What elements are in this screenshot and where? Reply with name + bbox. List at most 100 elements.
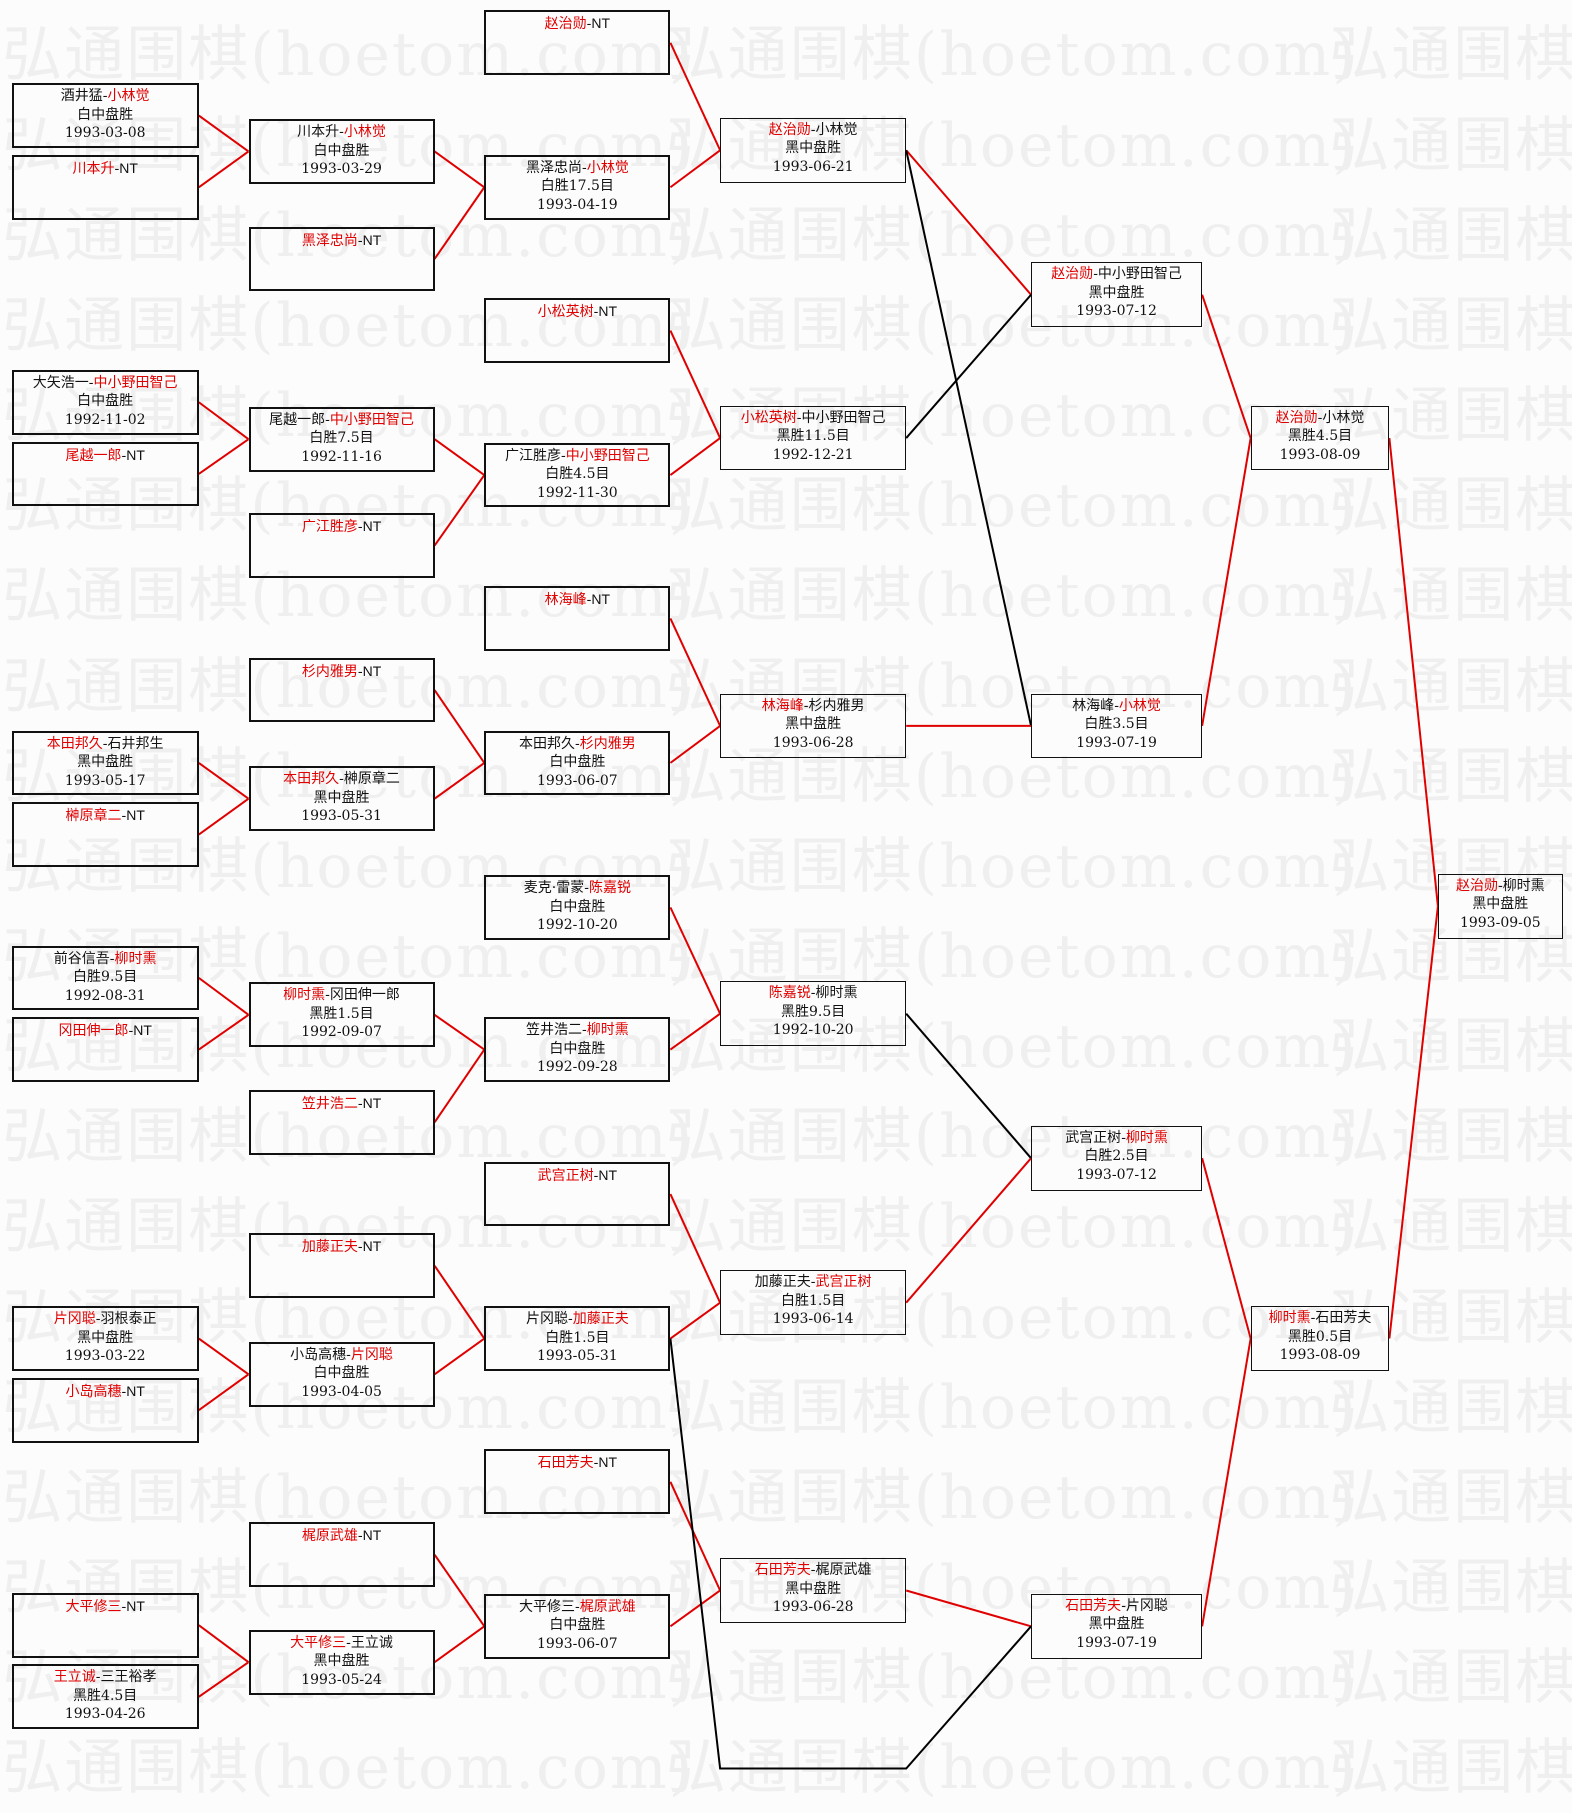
versus-dash: - [796,409,802,426]
watermark-text: 弘通围棋(hoetom.com) [1329,1372,1572,1443]
watermark-text: 弘通围棋(hoetom.com) [1329,922,1572,993]
versus-dash: - [810,1274,816,1291]
watermark-text: 弘通围棋(hoetom.com) [2,1102,695,1173]
match-players: 石田芳夫-NT [486,1453,668,1473]
player-black: 小松英树 [537,304,594,321]
player-black: 片冈聪 [525,1311,568,1328]
connector-f1-g1 [1388,437,1439,907]
match-box-b9: 加藤正夫-NT [248,1233,435,1299]
match-date: 1993-07-12 [1076,303,1157,320]
match-date: 1993-04-26 [64,1706,146,1723]
player-white: 中小野田智己 [1097,266,1182,283]
watermark-text: 弘通围棋(hoetom.com) [1329,1553,1572,1624]
connector-d5-e3 [905,1157,1032,1304]
player-black: 川本升 [72,160,115,177]
match-result: 黑中盘胜 [1088,1616,1145,1633]
versus-dash: - [560,447,566,464]
match-result: 黑中盘胜 [313,789,370,806]
match-result: 黑胜9.5目 [781,1003,846,1020]
watermark-text: 弘通围棋(hoetom.com) [665,1643,1358,1714]
player-black: 小岛高穗 [290,1346,347,1363]
connector-b7-c8 [434,1014,485,1051]
match-result: 黑胜1.5目 [309,1005,374,1022]
connector-e4-f2 [1201,1338,1252,1627]
player-black: 本田邦久 [283,771,340,788]
versus-dash: - [567,1311,573,1328]
versus-dash: - [586,16,592,33]
match-date: 1993-05-24 [301,1671,382,1688]
connector-b9-c10 [433,1265,486,1340]
watermark-text: 弘通围棋(hoetom.com) [2,1192,695,1263]
player-black: 林海峰 [544,592,587,609]
match-date: 1993-06-14 [772,1311,854,1328]
versus-dash: - [95,1669,101,1686]
match-players: 小松英树-中小野田智己 [721,409,905,428]
player-white: 小林觉 [1322,409,1365,426]
watermark-text: 弘通围棋(hoetom.com) [1329,1012,1572,1083]
connector-a12-b12 [198,1661,250,1698]
player-black: 笠井浩二 [301,1095,358,1112]
versus-dash: - [357,663,363,680]
match-result: 白胜9.5目 [73,969,138,985]
match-date: 1993-04-05 [301,1383,382,1400]
match-date: 1993-05-31 [301,808,382,825]
player-black: 柳时熏 [283,987,326,1004]
watermark-text: 弘通围棋(hoetom.com) [1329,831,1572,902]
bye-label: NT [126,1597,145,1614]
player-white: 加藤正夫 [572,1311,629,1328]
player-white: 王立诚 [350,1634,393,1651]
versus-dash: - [593,1455,599,1472]
connector-b1-c2 [434,150,485,189]
match-players: 小松英树-NT [486,302,668,322]
watermark-text: 弘通围棋(hoetom.com) [665,1553,1358,1624]
match-box-a8: 冈田伸一郎-NT [11,1017,199,1082]
connector-e3-f2 [1201,1157,1252,1339]
player-black: 小松英树 [740,409,797,426]
connector-c2-d1 [669,149,721,189]
match-players: 赵治勋-中小野田智己 [1032,265,1201,284]
player-black: 加藤正夫 [301,1239,358,1256]
match-result: 白中盘胜 [549,898,606,915]
versus-dash: - [121,1598,127,1615]
connector-a9-b10 [198,1337,250,1376]
match-players: 赵治勋-小林觉 [721,121,905,140]
versus-dash: - [810,121,816,138]
connector-b2-c2 [433,186,486,260]
player-white: 小林觉 [107,88,150,105]
watermark-text: 弘通围棋(hoetom.com) [665,200,1358,271]
connector-c8-d4 [669,1012,721,1051]
match-players: 片冈聪-加藤正夫 [486,1310,668,1329]
match-players: 尾越一郎-中小野田智己 [251,411,433,430]
player-white: 石井邦生 [107,735,164,752]
watermark-text: 弘通围棋(hoetom.com) [665,1192,1358,1263]
bye-label: NT [591,15,611,32]
match-players: 小岛高穗-NT [14,1382,197,1402]
match-box-b5: 杉内雅男-NT [248,657,435,723]
match-players: 黑泽忠尚-小林觉 [486,159,668,178]
watermark-text: 弘通围棋(hoetom.com) [1329,1643,1572,1714]
connector-c10-d5 [669,1301,721,1340]
match-players: 川本升-NT [14,159,197,179]
versus-dash: - [339,124,344,141]
player-white: 片冈聪 [1125,1597,1168,1614]
watermark-text: 弘通围棋(hoetom.com) [2,1553,695,1624]
watermark-text: 弘通围棋(hoetom.com) [2,651,695,722]
match-players: 麦克·雷蒙-陈嘉锐 [486,879,668,898]
player-white: 中小野田智己 [801,409,886,426]
player-white: 陈嘉锐 [588,880,631,896]
versus-dash: - [574,1598,580,1615]
watermark-text: 弘通围棋(hoetom.com) [665,471,1358,542]
player-black: 大矢浩一 [32,374,89,391]
